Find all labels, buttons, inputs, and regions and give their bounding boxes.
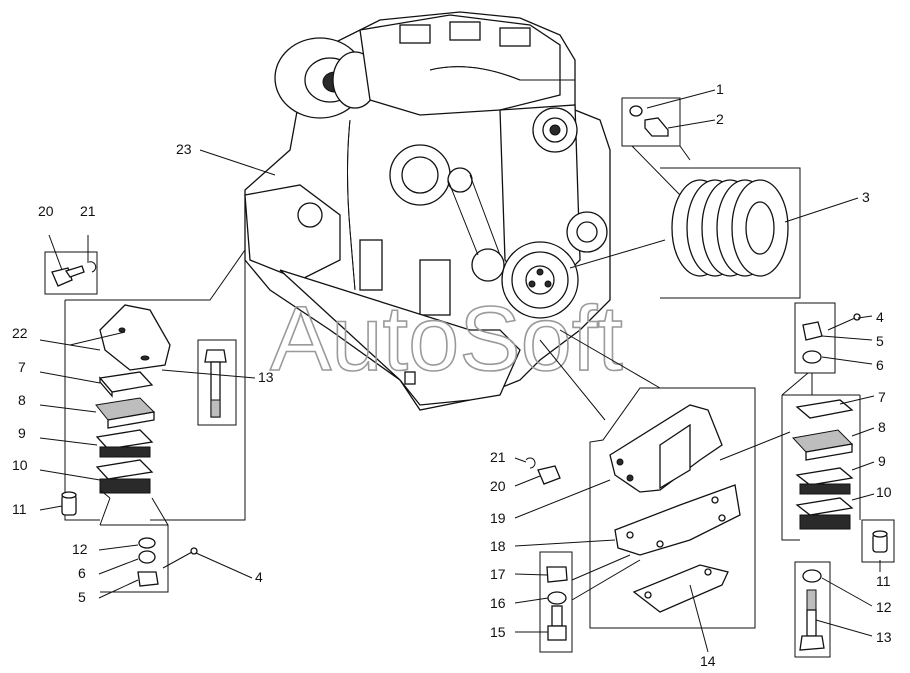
callout-17: 17 — [490, 566, 506, 582]
callout-4: 4 — [255, 569, 263, 585]
callout-4b: 4 — [876, 309, 884, 325]
center-bracket-group — [514, 329, 791, 653]
callout-8: 8 — [18, 392, 26, 408]
callout-21: 21 — [80, 203, 96, 219]
callout-11b: 11 — [876, 573, 891, 589]
callout-12b: 12 — [876, 599, 892, 615]
callout-9b: 9 — [878, 453, 886, 469]
callout-5: 5 — [78, 589, 86, 605]
callout-1: 1 — [716, 81, 724, 97]
callout-2: 2 — [716, 111, 724, 127]
pulley-group — [569, 89, 859, 299]
callout-6b: 6 — [876, 357, 884, 373]
right-mount-group — [781, 302, 895, 658]
callout-20b: 20 — [490, 478, 506, 494]
callout-3: 3 — [862, 189, 870, 205]
callout-22: 22 — [12, 325, 28, 341]
callout-12: 12 — [72, 541, 88, 557]
callout-7: 7 — [18, 359, 26, 375]
left-mount-group — [39, 234, 256, 599]
callout-23: 23 — [176, 141, 192, 157]
callout-15: 15 — [490, 624, 506, 640]
callout-6: 6 — [78, 565, 86, 581]
callout-13: 13 — [258, 369, 274, 385]
callout-16: 16 — [490, 595, 506, 611]
callout-9: 9 — [18, 425, 26, 441]
callout-18: 18 — [490, 538, 506, 554]
callout-10: 10 — [12, 457, 28, 473]
callout-21b: 21 — [490, 449, 506, 465]
callout-11: 11 — [12, 501, 27, 517]
callout-13b: 13 — [876, 629, 892, 645]
callout-19: 19 — [490, 510, 506, 526]
engine-assembly — [244, 11, 611, 411]
callout-8b: 8 — [878, 419, 886, 435]
callout-20: 20 — [38, 203, 54, 219]
callout-14: 14 — [700, 653, 716, 669]
callout-5b: 5 — [876, 333, 884, 349]
callout-7b: 7 — [878, 389, 886, 405]
watermark: AutoSoft — [270, 288, 623, 390]
callout-10b: 10 — [876, 484, 892, 500]
